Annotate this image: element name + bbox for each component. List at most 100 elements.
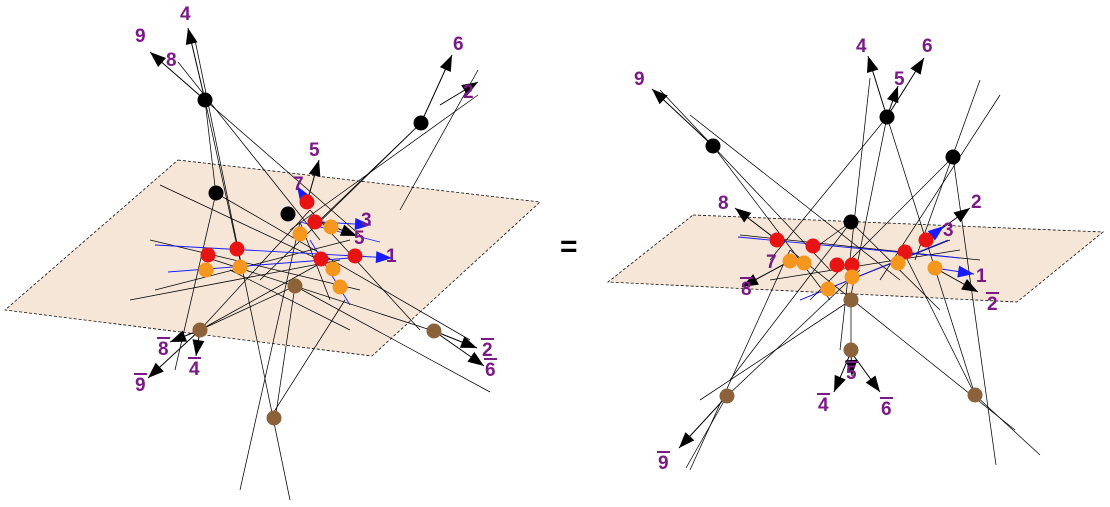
- momentum-label: 8: [741, 279, 752, 300]
- red-vertex: [347, 248, 363, 264]
- momentum-label: 9: [634, 69, 645, 90]
- momentum-label: 9: [135, 26, 146, 47]
- momentum-label: 8: [166, 50, 177, 71]
- propagator-line: [914, 79, 981, 261]
- momentum-label: 2: [463, 82, 474, 103]
- propagator-line: [839, 77, 871, 351]
- arrow-head-icon: [845, 359, 858, 376]
- momentum-label: 7: [766, 252, 777, 273]
- propagator-line: [229, 269, 351, 331]
- red-vertex: [805, 238, 821, 254]
- propagator-line: [274, 285, 296, 421]
- orange-vertex: [198, 262, 214, 278]
- momentum-label: 3: [943, 220, 954, 241]
- momentum-label: 3: [361, 210, 372, 231]
- momentum-label: 9: [658, 453, 669, 474]
- propagator-line: [952, 156, 997, 466]
- black-vertex: [208, 185, 224, 201]
- momentum-label: 2: [482, 340, 493, 361]
- arrow-head-icon: [735, 208, 752, 223]
- arrow-head-icon: [652, 89, 668, 105]
- arrow-head-icon: [459, 336, 477, 348]
- orange-vertex: [927, 260, 943, 276]
- momentum-label: 6: [881, 399, 892, 420]
- brown-vertex: [719, 388, 735, 404]
- momentum-label: 7: [293, 174, 304, 195]
- red-vertex: [299, 194, 315, 210]
- propagator-line: [199, 209, 311, 331]
- propagator-line: [199, 285, 296, 331]
- arrow-head-icon: [953, 208, 970, 223]
- arrow-head-icon: [461, 82, 478, 96]
- momentum-label: 6: [922, 36, 933, 57]
- momentum-label: 4: [856, 36, 867, 57]
- propagator-line: [215, 192, 471, 341]
- propagator-line: [269, 299, 346, 419]
- red-vertex: [769, 232, 785, 248]
- left-plane: [4, 159, 541, 357]
- momentum-label: 5: [846, 363, 857, 384]
- arrow-head-icon: [192, 339, 205, 356]
- arrow-head-icon: [834, 374, 846, 392]
- arrow-head-icon: [150, 52, 166, 68]
- momentum-label: 4: [180, 4, 191, 25]
- orange-vertex: [820, 281, 836, 297]
- momentum-label: 6: [453, 34, 464, 55]
- red-vertex: [918, 232, 934, 248]
- blue-arrow-head-icon: [375, 251, 392, 264]
- vertices-layer: [192, 92, 983, 426]
- propagator-line: [204, 99, 241, 261]
- propagator-line: [154, 239, 351, 291]
- orange-vertex: [232, 259, 248, 275]
- orange-vertex: [292, 226, 308, 242]
- momentum-label: 5: [354, 228, 365, 249]
- brown-vertex: [426, 323, 442, 339]
- arrow-head-icon: [886, 86, 899, 104]
- arrow-head-icon: [170, 330, 188, 342]
- propagator-line: [399, 69, 479, 211]
- brown-vertex: [266, 410, 282, 426]
- momentum-label: 4: [189, 359, 200, 380]
- arrow-head-icon: [867, 56, 879, 74]
- momentum-label: 2: [971, 192, 982, 213]
- arrow-head-icon: [910, 58, 924, 75]
- arrow-head-icon: [148, 362, 164, 378]
- black-vertex: [945, 149, 961, 165]
- brown-vertex: [287, 278, 303, 294]
- momentum-label: 8: [158, 339, 169, 360]
- propagator-line: [207, 257, 441, 334]
- black-vertex: [197, 92, 213, 108]
- propagator-line: [129, 259, 341, 301]
- propagator-line: [726, 269, 861, 397]
- arrow-head-icon: [467, 351, 484, 366]
- equals-sign: =: [560, 230, 578, 263]
- momentum-label: 4: [818, 395, 829, 416]
- arrow-head-icon: [865, 375, 880, 392]
- black-vertex: [280, 206, 296, 222]
- orange-vertex: [332, 279, 348, 295]
- arrow-head-icon: [439, 55, 452, 73]
- black-vertex: [705, 138, 721, 154]
- propagator-line: [199, 257, 331, 331]
- propagator-line: [177, 61, 321, 241]
- blue-arrow-head-icon: [927, 226, 944, 241]
- orange-vertex: [890, 255, 906, 271]
- orange-vertex: [844, 269, 860, 285]
- brown-vertex: [192, 322, 208, 338]
- momentum-label: 1: [976, 266, 987, 287]
- propagator-line: [289, 94, 479, 231]
- momentum-label: 6: [485, 360, 496, 381]
- red-vertex: [307, 214, 323, 230]
- black-vertex: [413, 115, 429, 131]
- arrow-head-icon: [679, 432, 695, 448]
- propagator-line: [769, 116, 888, 261]
- propagator-line: [809, 156, 954, 301]
- black-vertex: [843, 214, 859, 230]
- orange-vertex: [782, 253, 798, 269]
- blue-arrow-head-icon: [354, 218, 371, 231]
- momentum-label: 8: [718, 193, 729, 214]
- propagator-line: [259, 122, 422, 281]
- red-vertex: [844, 257, 860, 273]
- brown-vertex: [843, 342, 859, 358]
